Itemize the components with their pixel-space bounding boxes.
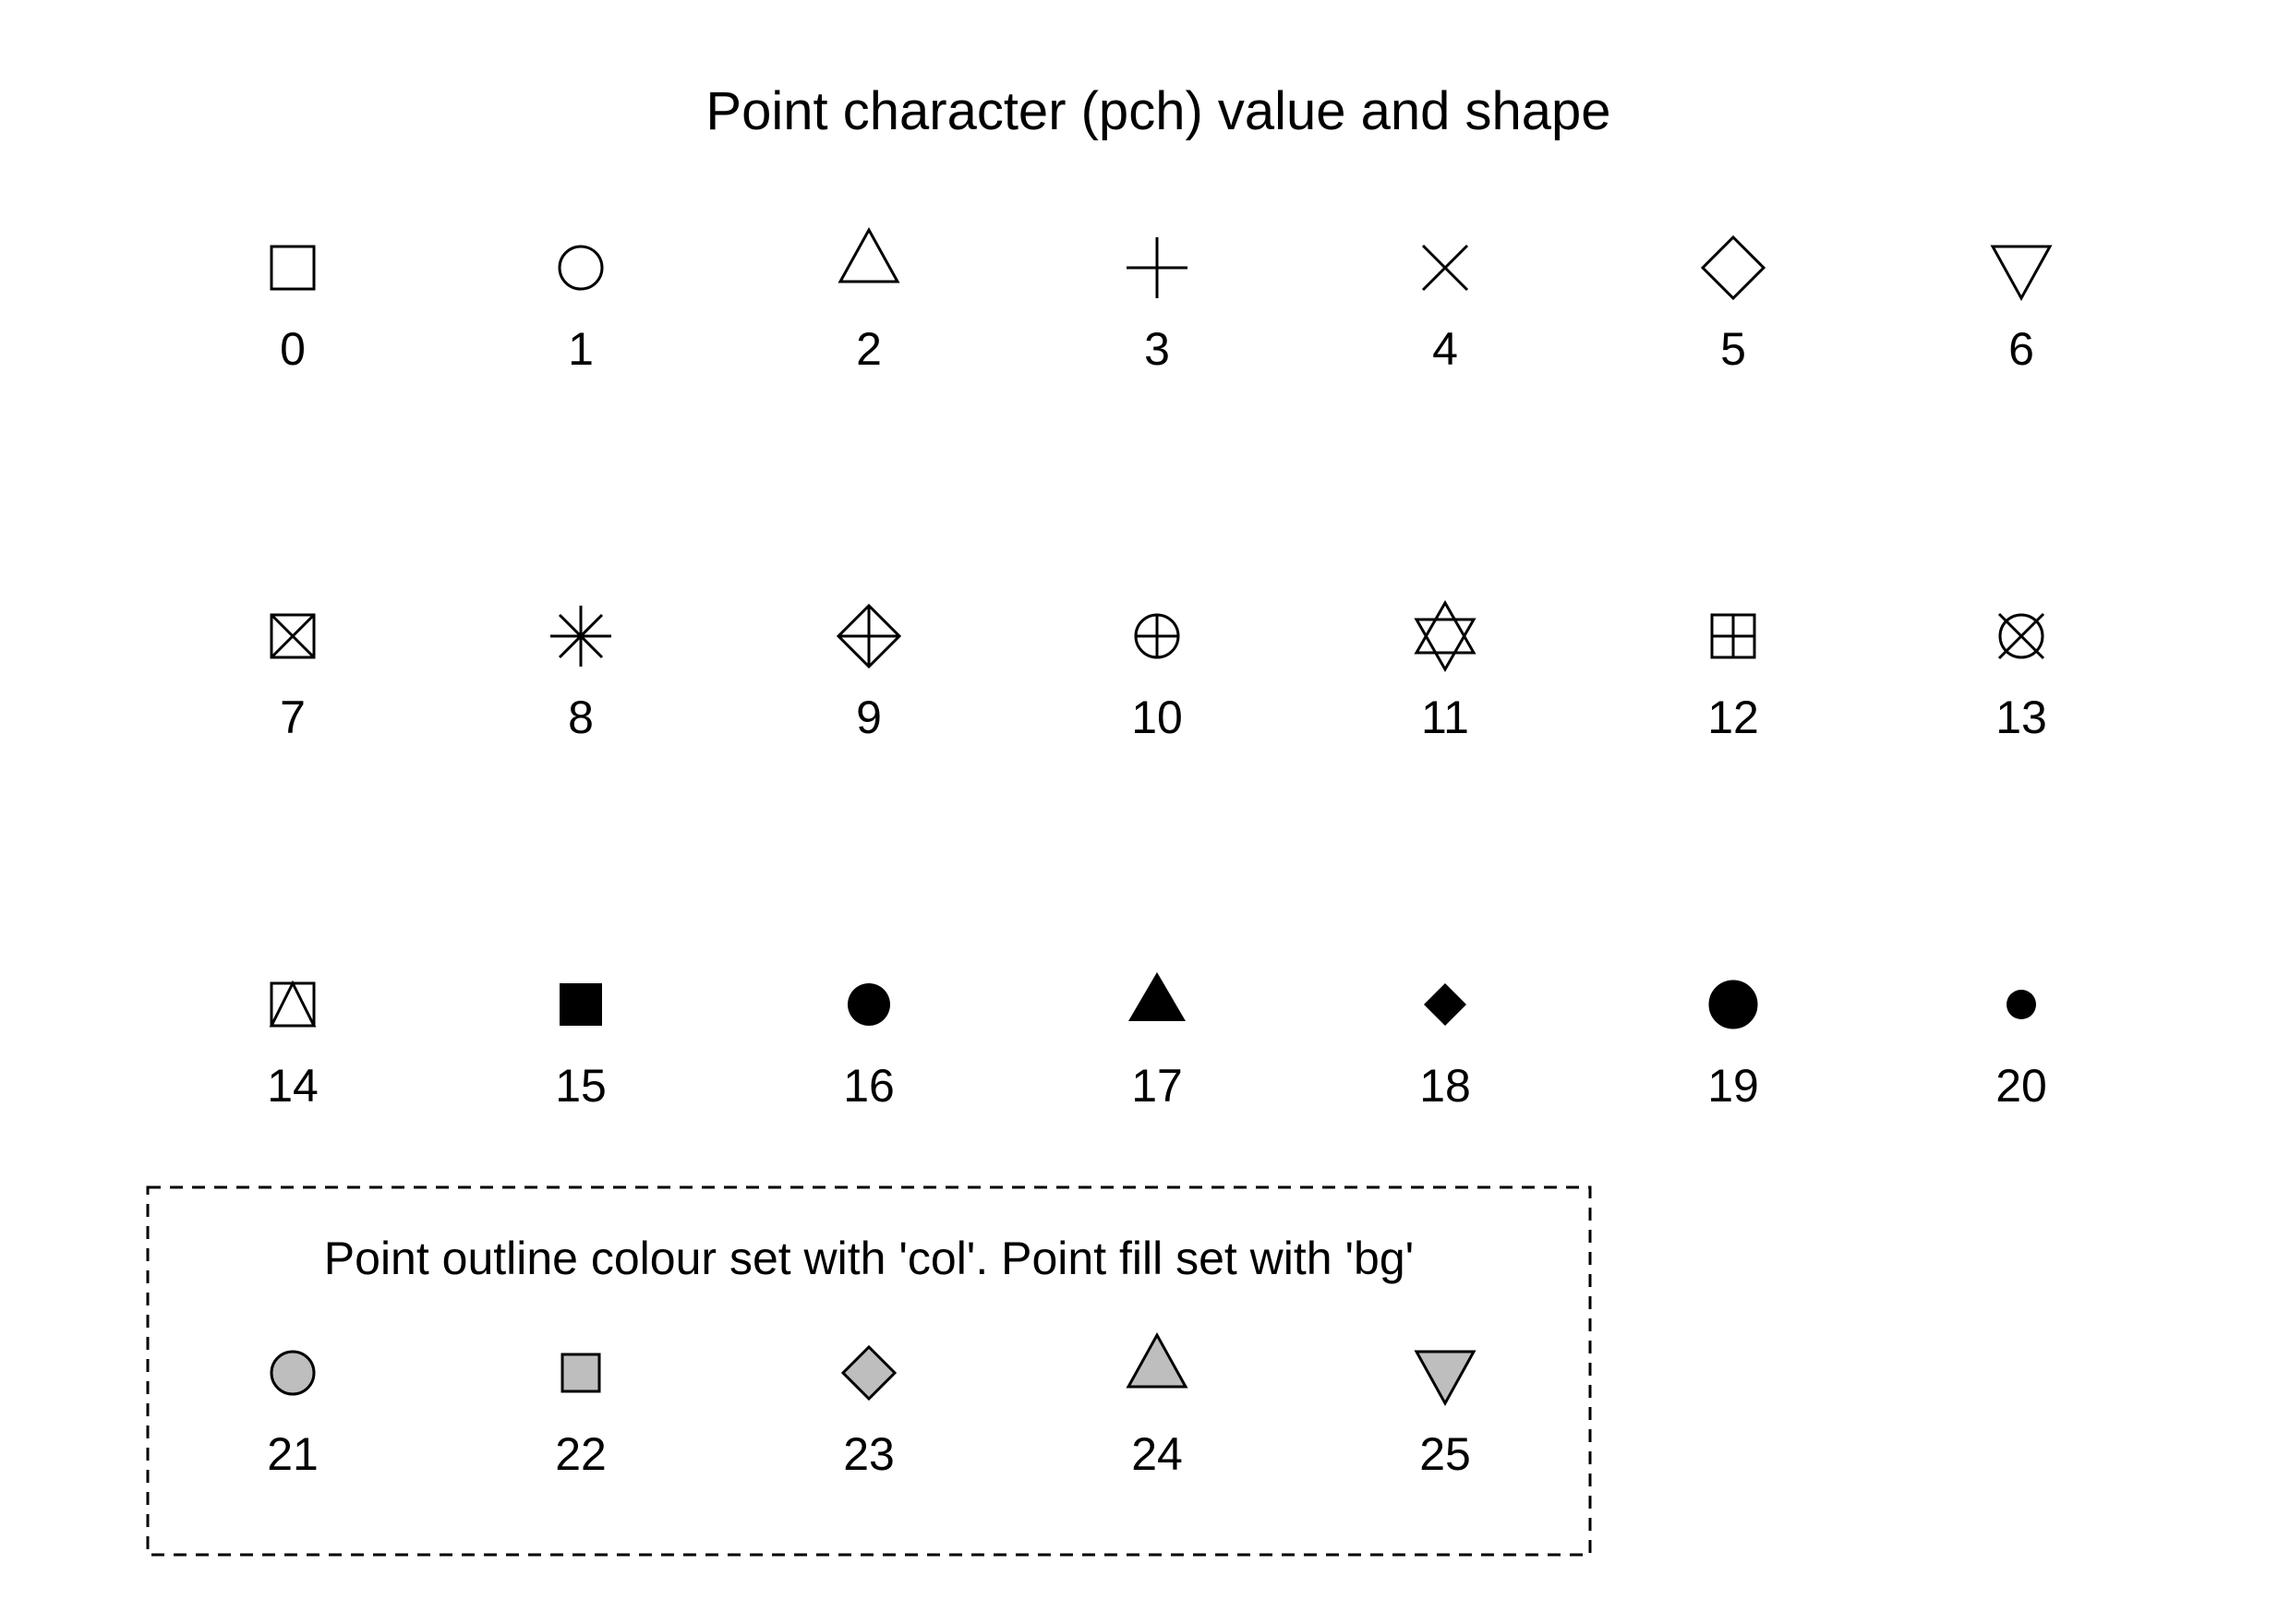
pch-value-label: 5 — [1720, 323, 1746, 375]
pch-value-label: 4 — [1432, 323, 1458, 375]
open-diamond-icon — [1700, 235, 1766, 301]
pch-value-label: 0 — [280, 323, 306, 375]
pch-value-label: 13 — [1995, 692, 2047, 743]
pch-value-label: 21 — [267, 1428, 319, 1480]
star-of-david-icon — [1414, 599, 1476, 673]
square-triangle-icon — [269, 980, 317, 1028]
circle-plus-icon — [1134, 613, 1180, 659]
pch-value-label: 1 — [568, 323, 594, 375]
open-square-icon — [270, 245, 316, 291]
pch-value-label: 6 — [2008, 323, 2034, 375]
pch-value-label: 14 — [267, 1060, 319, 1112]
pch-value-label: 24 — [1131, 1428, 1183, 1480]
filled-diamond-small-icon — [1424, 983, 1466, 1026]
pch-value-label: 18 — [1419, 1060, 1471, 1112]
legend-box-border — [146, 1185, 1592, 1557]
pch-value-label: 12 — [1707, 692, 1759, 743]
pch-value-label: 22 — [555, 1428, 607, 1480]
fill-triangle-up-icon — [1126, 1331, 1188, 1389]
pch-value-label: 23 — [843, 1428, 895, 1480]
open-triangle-up-icon — [838, 226, 900, 283]
square-cross-icon — [270, 613, 316, 659]
pch-value-label: 8 — [568, 692, 594, 743]
legend-box-caption: Point outline colour set with 'col'. Poi… — [323, 1233, 1415, 1284]
fill-diamond-icon — [840, 1344, 898, 1401]
pch-value-label: 11 — [1421, 692, 1469, 743]
page-title: Point character (pch) value and shape — [705, 81, 1611, 141]
filled-triangle-icon — [1128, 972, 1186, 1021]
pch-value-label: 25 — [1419, 1428, 1471, 1480]
pch-value-label: 17 — [1131, 1060, 1183, 1112]
open-circle-icon — [558, 245, 604, 291]
pch-value-label: 10 — [1131, 692, 1183, 743]
open-triangle-down-icon — [1990, 245, 2053, 302]
filled-circle-small-icon — [2007, 990, 2036, 1019]
filled-square-icon — [560, 983, 602, 1026]
plus-icon — [1127, 237, 1187, 298]
circle-cross-icon — [1997, 612, 2045, 660]
cross-icon — [1421, 244, 1469, 292]
pch-value-label: 9 — [856, 692, 882, 743]
pch-value-label: 15 — [555, 1060, 607, 1112]
fill-triangle-down-icon — [1414, 1350, 1476, 1407]
pch-value-label: 16 — [843, 1060, 895, 1112]
diamond-plus-icon — [836, 603, 902, 669]
pch-value-label: 2 — [856, 323, 882, 375]
square-plus-icon — [1710, 613, 1756, 659]
pch-value-label: 20 — [1995, 1060, 2047, 1112]
asterisk-icon — [550, 606, 611, 667]
pch-value-label: 19 — [1707, 1060, 1759, 1112]
fill-square-icon — [560, 1353, 601, 1393]
pch-value-label: 7 — [280, 692, 306, 743]
filled-circle-large-icon — [1708, 980, 1758, 1029]
fill-circle-icon — [270, 1350, 316, 1396]
filled-circle-icon — [848, 983, 890, 1026]
pch-value-label: 3 — [1144, 323, 1170, 375]
